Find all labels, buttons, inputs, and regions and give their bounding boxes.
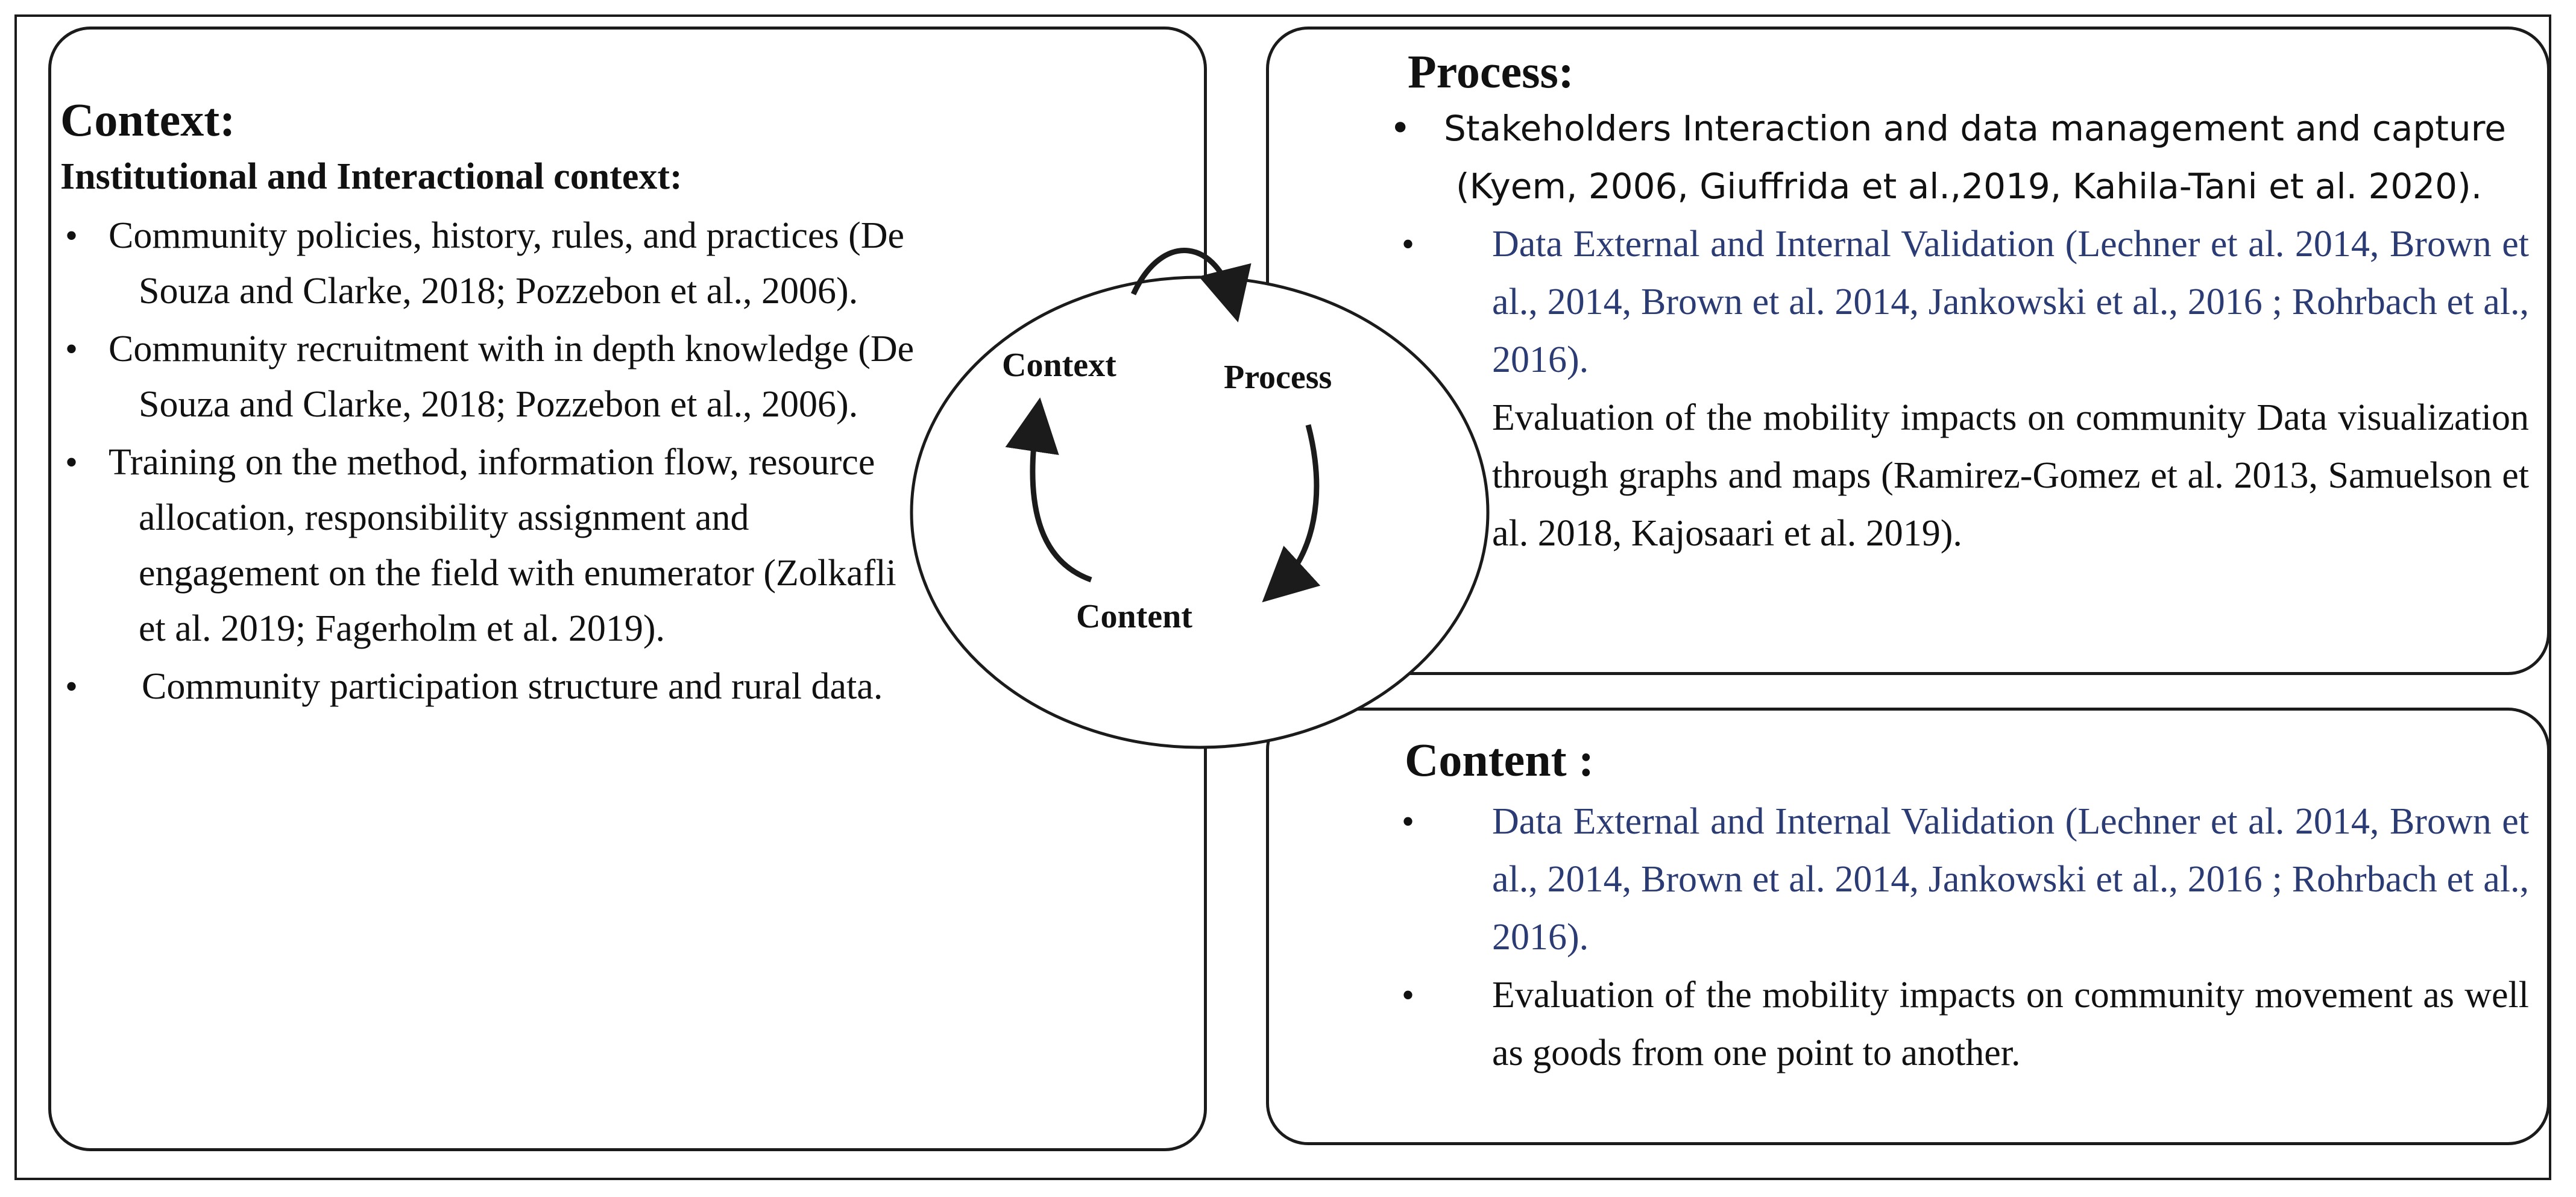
- process-heading: Process:: [1408, 45, 1574, 98]
- list-item-text: Data External and Internal Validation (L…: [1492, 801, 2529, 958]
- list-item: • Training on the method, information flo…: [60, 435, 916, 656]
- list-item: • Community recruitment with in depth kno…: [60, 321, 916, 432]
- list-item-text: Community participation structure and ru…: [142, 666, 883, 707]
- list-item-text: Training on the method, information flow…: [109, 442, 896, 649]
- context-list: • Community policies, history, rules, and…: [60, 208, 916, 717]
- list-item-text: Stakeholders Interaction and data manage…: [1444, 108, 2506, 207]
- content-list: • Data External and Internal Validation (…: [1402, 793, 2529, 1082]
- list-item: • Evaluation of the mobility impacts on c…: [1402, 966, 2529, 1082]
- bullet: •: [1402, 975, 1415, 1015]
- list-item-text: Evaluation of the mobility impacts on co…: [1492, 975, 2529, 1073]
- bullet: •: [65, 442, 78, 482]
- bullet: •: [65, 329, 78, 369]
- list-item: • Community participation structure and r…: [60, 659, 916, 714]
- content-box: [1266, 708, 2550, 1145]
- bullet: •: [1390, 107, 1411, 149]
- process-list: • Stakeholders Interaction and data manag…: [1390, 99, 2529, 562]
- cycle-label-process: Process: [1224, 359, 1332, 396]
- list-item-text: Community recruitment with in depth know…: [109, 328, 915, 425]
- list-item: • Stakeholders Interaction and data manag…: [1390, 99, 2529, 215]
- cycle-label-content: Content: [1076, 598, 1192, 635]
- list-item-text: Community policies, history, rules, and …: [109, 215, 905, 312]
- bullet: •: [1402, 398, 1415, 438]
- bullet: •: [1402, 224, 1415, 264]
- list-item: • Data External and Internal Validation (…: [1402, 215, 2529, 389]
- context-heading: Context:: [60, 93, 236, 146]
- list-item-text: Evaluation of the mobility impacts on co…: [1492, 397, 2529, 554]
- bullet: •: [1402, 802, 1415, 841]
- bullet: •: [65, 667, 78, 706]
- bullet: •: [65, 216, 78, 256]
- context-subheading: Institutional and Interactional context:: [60, 156, 682, 197]
- content-heading: Content :: [1405, 734, 1595, 786]
- list-item: • Data External and Internal Validation (…: [1402, 793, 2529, 966]
- figure-frame: [14, 14, 2551, 1180]
- cycle-label-context: Context: [1002, 347, 1116, 384]
- list-item: • Community policies, history, rules, and…: [60, 208, 916, 319]
- list-item-text: Data External and Internal Validation (L…: [1492, 224, 2529, 380]
- list-item: • Evaluation of the mobility impacts on c…: [1402, 389, 2529, 562]
